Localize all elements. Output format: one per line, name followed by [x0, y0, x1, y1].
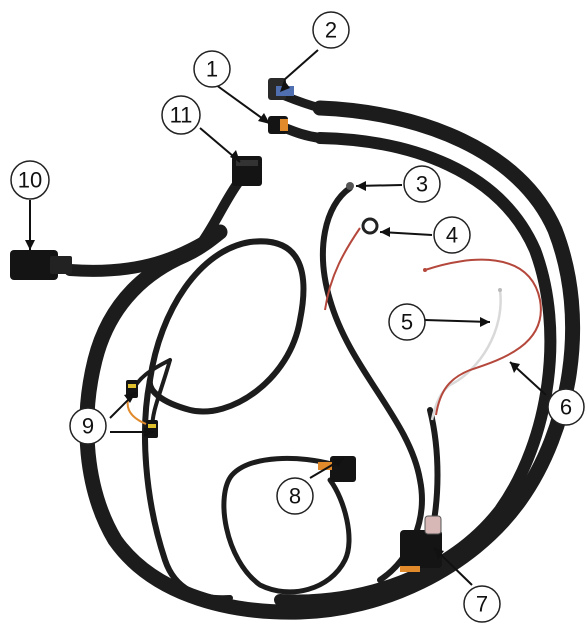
callout-7-label: 7	[476, 592, 488, 617]
callout-9: 9	[69, 407, 107, 445]
callout-1: 1	[193, 50, 231, 88]
callouts: 1 2 3 4 5 6 7 8	[10, 11, 585, 623]
inner-loop	[274, 132, 557, 607]
callout-5: 5	[388, 303, 426, 341]
callout-5-label: 5	[401, 310, 413, 335]
outer-loop	[79, 100, 581, 620]
lead-3	[319, 185, 425, 583]
red-lead-4	[324, 227, 361, 311]
callout-6-label: 6	[560, 395, 572, 420]
callout-3-label: 3	[416, 172, 428, 197]
connector-1-icon	[268, 116, 288, 134]
branch-10	[64, 226, 226, 277]
callout-10: 10	[10, 160, 50, 200]
callout-8: 8	[276, 477, 314, 515]
callout-11-label: 11	[170, 103, 193, 128]
ring-terminal-4-icon	[361, 217, 379, 235]
callout-1-label: 1	[206, 57, 218, 82]
white-wire-5	[430, 289, 502, 421]
lead-8	[221, 456, 352, 595]
leader-arrowheads	[25, 80, 520, 559]
red-wire-6-icon	[423, 268, 427, 272]
callout-2-label: 2	[325, 18, 337, 43]
callout-3: 3	[403, 165, 441, 203]
middle-loop	[146, 238, 307, 415]
callout-4-label: 4	[446, 223, 458, 248]
harness-loom	[64, 91, 581, 620]
relay-7-icon	[400, 515, 442, 572]
ground-wire-3-icon	[346, 182, 354, 190]
red-wire-6	[424, 258, 542, 416]
callout-10-label: 10	[18, 168, 42, 193]
callout-9-label: 9	[82, 414, 94, 439]
callout-7: 7	[463, 585, 501, 623]
callout-11: 11	[161, 95, 201, 135]
connector-2-icon	[268, 78, 294, 100]
callout-6: 6	[547, 388, 585, 426]
callout-4: 4	[433, 216, 471, 254]
callout-2: 2	[312, 11, 350, 49]
callout-8-label: 8	[289, 484, 301, 509]
branch-1	[280, 123, 325, 143]
connector-11-icon	[232, 156, 262, 186]
connector-10-icon	[10, 250, 72, 280]
branch-2	[280, 91, 325, 113]
white-wire-5-icon	[498, 288, 502, 292]
